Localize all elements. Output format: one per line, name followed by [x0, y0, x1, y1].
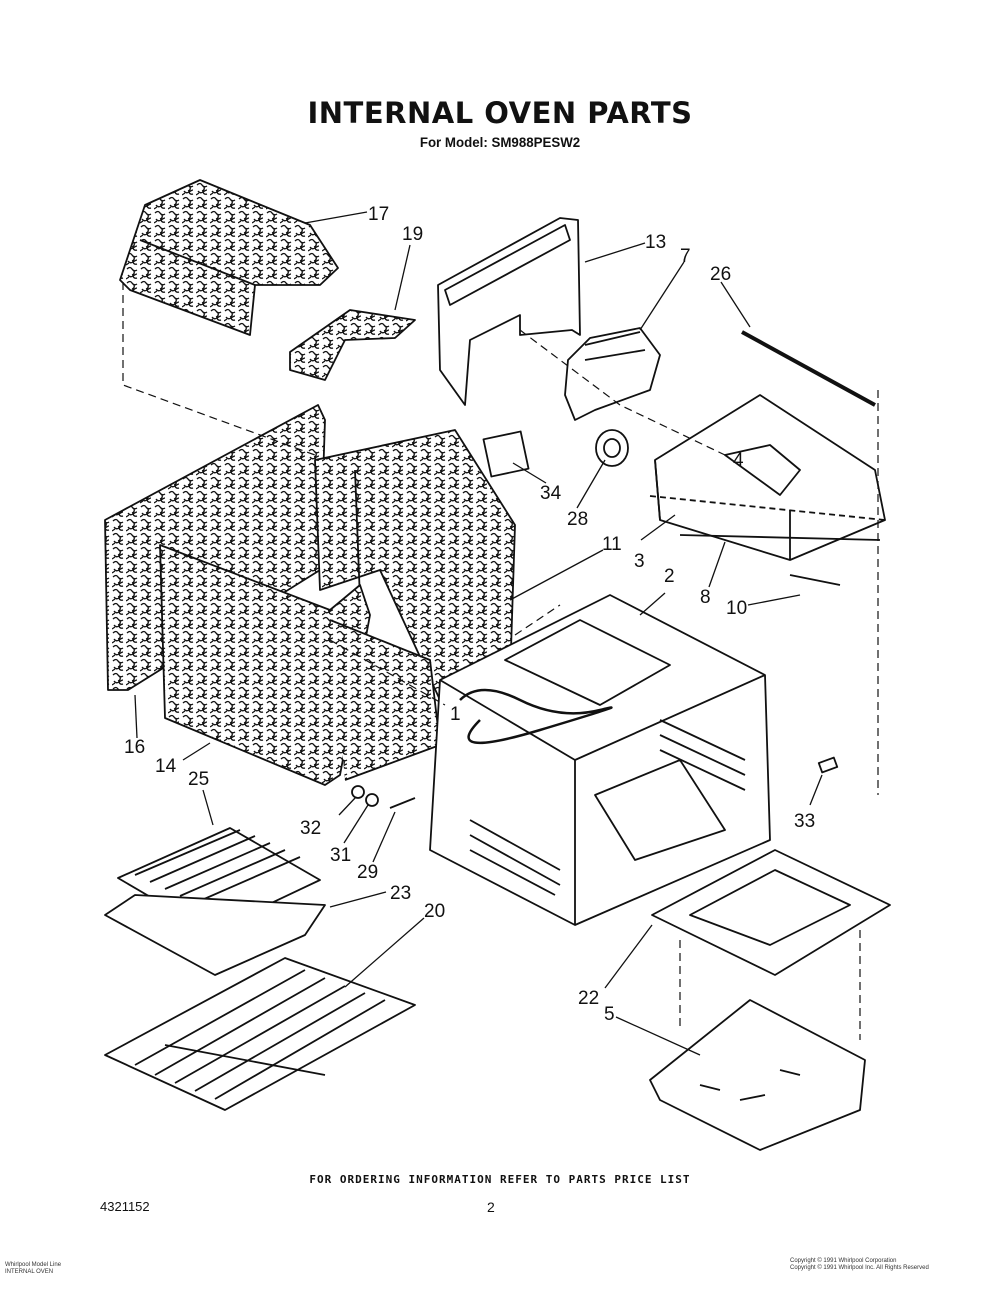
oven-cavity-part-2 — [429, 594, 771, 926]
callout-leaders — [134, 211, 823, 1056]
callout-5: 5 — [604, 1004, 615, 1025]
part-number: 4321152 — [100, 1199, 150, 1214]
bake-element-part-1 — [459, 688, 613, 745]
callout-22: 22 — [578, 988, 599, 1009]
duct-part-7 — [564, 327, 661, 421]
callout-14: 14 — [155, 756, 177, 777]
callout-16: 16 — [124, 737, 145, 758]
vent-panel-part-13 — [437, 217, 581, 406]
fan-part-28 — [595, 429, 629, 467]
callout-7: 7 — [680, 246, 691, 267]
footer-left-line-1: Whirlpool Model Line — [5, 1262, 62, 1268]
callout-20: 20 — [424, 901, 445, 922]
callout-1: 1 — [450, 704, 461, 725]
callout-25: 25 — [188, 769, 209, 790]
callout-2: 2 — [664, 566, 675, 587]
duct-housing-part-3 — [649, 394, 886, 561]
ordering-note: FOR ORDERING INFORMATION REFER TO PARTS … — [309, 1173, 691, 1186]
strip-part-10 — [789, 574, 841, 586]
callout-10: 10 — [726, 598, 747, 619]
washer-part-31 — [365, 793, 379, 807]
callout-3: 3 — [634, 551, 645, 572]
insulation-pad-part-19 — [289, 309, 416, 381]
broiler-pan-part-23 — [104, 894, 326, 976]
bottom-pan-part-5 — [649, 999, 866, 1151]
callout-4: 4 — [733, 450, 744, 471]
footer-left-line-2: INTERNAL OVEN — [5, 1269, 54, 1275]
footer-copyright: Copyright © 1991 Whirlpool Corporation C… — [790, 1258, 929, 1272]
bottom-tray-part-22 — [651, 849, 891, 976]
model-label: For Model: SM988PESW2 — [419, 134, 581, 150]
assembly-guide-lines — [122, 282, 879, 1040]
page-number: 2 — [487, 1199, 495, 1215]
callout-31: 31 — [330, 845, 351, 866]
callout-29: 29 — [357, 862, 378, 883]
strip-part-8 — [679, 534, 881, 541]
callout-32: 32 — [300, 818, 321, 839]
callout-11: 11 — [602, 534, 622, 555]
footer-left-note: Whirlpool Model Line INTERNAL OVEN — [5, 1262, 61, 1276]
page-title: INTERNAL OVEN PARTS — [307, 96, 693, 130]
callout-26: 26 — [710, 264, 731, 285]
footer-right-line-1: Copyright © 1991 Whirlpool Corporation — [790, 1258, 897, 1264]
strip-part-26 — [741, 330, 876, 407]
callout-23: 23 — [390, 883, 411, 904]
vent-plate-part-34 — [482, 430, 530, 478]
callout-8: 8 — [700, 587, 711, 608]
callout-34: 34 — [540, 483, 562, 504]
footer-right-line-2: Copyright © 1991 Whirlpool Inc. All Righ… — [790, 1265, 929, 1271]
callout-19: 19 — [402, 224, 423, 245]
callout-labels: 17 19 13 7 26 4 34 28 3 11 2 8 10 1 16 1… — [124, 204, 815, 1025]
screw-part-29 — [389, 797, 416, 809]
callout-13: 13 — [645, 232, 666, 253]
oven-rack-part-20 — [104, 957, 416, 1111]
callout-28: 28 — [567, 509, 588, 530]
top-insulation-part-17 — [119, 179, 339, 336]
wrap-insulation-part-14 — [159, 544, 441, 786]
nut-part-32 — [351, 785, 365, 799]
callout-17: 17 — [368, 204, 389, 225]
clip-part-33 — [817, 756, 839, 774]
callout-33: 33 — [794, 811, 815, 832]
